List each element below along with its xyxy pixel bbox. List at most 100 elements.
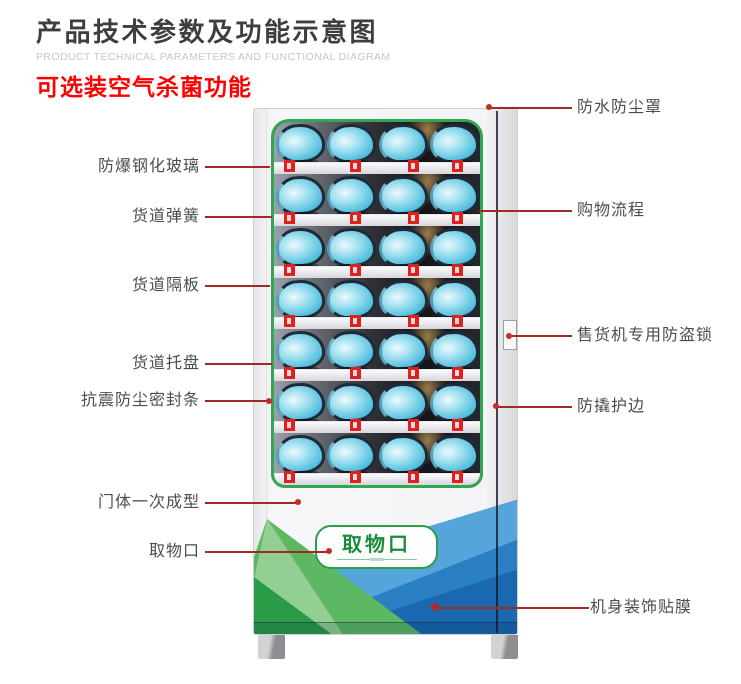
mask-product xyxy=(275,330,327,372)
price-tag xyxy=(284,367,295,380)
price-tag xyxy=(408,315,419,328)
mask-product xyxy=(275,174,327,217)
promo-note: 可选装空气杀菌功能 xyxy=(36,74,252,100)
price-tag xyxy=(408,419,419,432)
product-row xyxy=(274,122,480,174)
leader-line xyxy=(498,406,572,408)
mask-product xyxy=(377,330,429,372)
price-tag xyxy=(408,159,419,172)
price-tag xyxy=(284,159,295,172)
price-tag xyxy=(284,315,295,328)
pickup-port-divider xyxy=(336,557,417,561)
pickup-port: 取物口 xyxy=(315,525,438,569)
machine-foot-left xyxy=(258,635,285,659)
price-tag xyxy=(284,419,295,432)
price-tag xyxy=(452,263,463,276)
leader-line xyxy=(205,551,329,553)
mask-product xyxy=(377,382,429,424)
price-tag xyxy=(452,367,463,380)
shelf-tray xyxy=(274,263,480,278)
price-tag xyxy=(452,211,463,224)
mask-product xyxy=(326,330,378,372)
callout-pickup-port: 取物口 xyxy=(148,543,200,560)
price-tag xyxy=(350,367,361,380)
machine-foot-right xyxy=(491,635,518,659)
shelf-tray xyxy=(274,419,480,434)
price-tag xyxy=(284,471,295,484)
mask-product xyxy=(429,123,480,164)
leader-dot xyxy=(486,104,492,110)
mask-row xyxy=(275,330,480,372)
price-tag xyxy=(408,367,419,380)
cabinet-panel-line xyxy=(266,109,267,634)
product-row xyxy=(274,225,480,278)
price-tag xyxy=(452,315,463,328)
mask-product xyxy=(326,123,378,164)
mask-product xyxy=(429,227,480,268)
mask-product xyxy=(326,278,378,320)
callout-decor-film: 机身装饰贴膜 xyxy=(590,599,693,616)
leader-dot xyxy=(506,333,512,339)
mask-row xyxy=(275,226,480,268)
mask-product xyxy=(326,382,378,423)
price-tag xyxy=(350,315,361,328)
mask-product xyxy=(429,382,480,423)
price-tag xyxy=(350,211,361,224)
callout-door-molding: 门体一次成型 xyxy=(97,494,200,511)
machine-display-window xyxy=(271,119,483,488)
mask-product xyxy=(326,175,378,216)
pickup-port-label: 取物口 xyxy=(342,533,411,556)
leader-dot xyxy=(266,398,272,404)
mask-row xyxy=(275,122,480,165)
mask-row xyxy=(275,382,480,424)
price-tag xyxy=(350,419,361,432)
callout-shopping-flow: 购物流程 xyxy=(577,202,646,219)
vending-machine-cabinet: 取物口 xyxy=(253,108,518,635)
price-tag xyxy=(350,159,361,172)
price-tag xyxy=(284,211,295,224)
price-tag xyxy=(452,471,463,484)
mask-product xyxy=(275,382,327,424)
leader-arrowhead-icon xyxy=(429,602,438,612)
shelf-tray xyxy=(274,159,480,174)
leader-line xyxy=(205,400,268,402)
door-seam-line xyxy=(496,111,498,633)
leader-line xyxy=(437,607,589,609)
price-tag xyxy=(350,263,361,276)
leader-dot xyxy=(493,403,499,409)
product-row xyxy=(274,329,480,382)
price-tag xyxy=(408,471,419,484)
callout-channel-spring: 货道弹簧 xyxy=(131,208,200,225)
callout-pry-guard: 防撬护边 xyxy=(577,398,646,415)
shelf-tray xyxy=(274,315,480,330)
leader-line xyxy=(205,166,270,168)
leader-line xyxy=(491,107,572,109)
mask-product xyxy=(377,278,429,320)
product-row xyxy=(274,277,480,330)
mask-product xyxy=(377,226,429,268)
callout-channel-divider: 货道隔板 xyxy=(131,277,200,294)
mask-product xyxy=(429,434,480,475)
mask-product xyxy=(377,174,429,217)
price-tag xyxy=(350,471,361,484)
leader-line xyxy=(479,210,572,212)
product-row xyxy=(274,173,480,226)
mask-product xyxy=(275,278,327,320)
mask-product xyxy=(326,227,378,268)
product-row xyxy=(274,381,480,434)
mask-row xyxy=(275,433,480,476)
mask-product xyxy=(275,433,327,476)
product-row xyxy=(274,433,480,485)
leader-line xyxy=(205,285,270,287)
callout-anti-theft-lock: 售货机专用防盗锁 xyxy=(577,327,714,344)
mask-product xyxy=(429,278,480,320)
mask-product xyxy=(326,434,378,475)
shelf-tray xyxy=(274,367,480,382)
page-title: 产品技术参数及功能示意图 xyxy=(36,17,379,47)
callout-dust-cover: 防水防尘罩 xyxy=(577,99,663,116)
leader-line xyxy=(512,335,572,337)
mask-product xyxy=(429,330,480,372)
mask-product xyxy=(377,122,429,165)
callout-seal-strip: 抗震防尘密封条 xyxy=(80,392,200,409)
